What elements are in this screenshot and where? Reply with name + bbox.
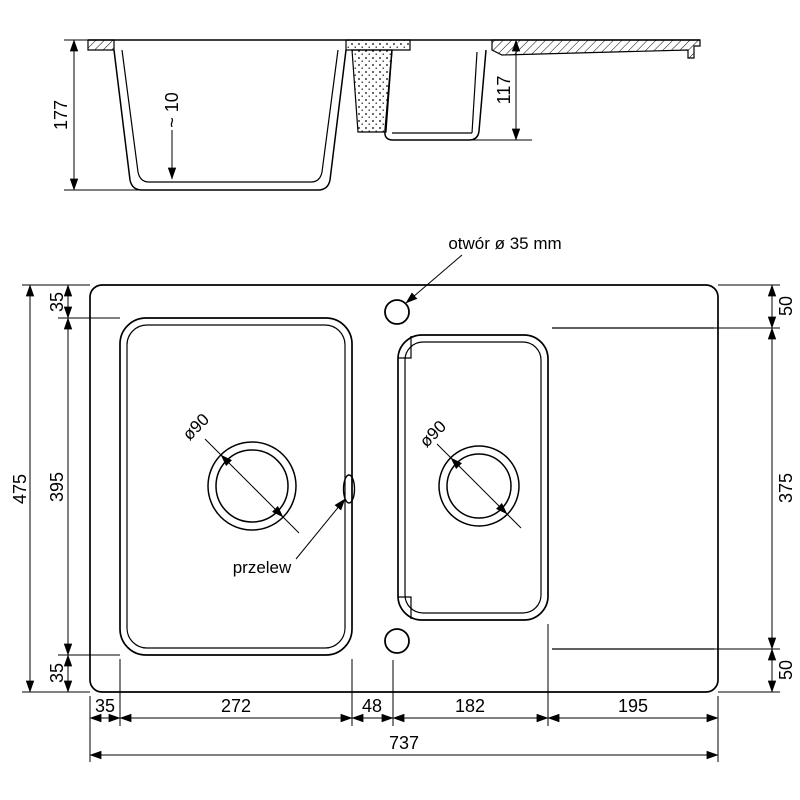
dims-left: 475 35 395 35 xyxy=(10,284,120,693)
small-bowl-drain-dim: ø90 xyxy=(416,417,522,529)
tap-hole-top-circle xyxy=(384,299,410,325)
drainboard-profile xyxy=(491,39,701,59)
small-bowl-inner-outline xyxy=(404,341,542,614)
dim-left-bottom-label: 35 xyxy=(47,663,67,683)
big-bowl-outline xyxy=(119,317,353,656)
small-bowl-step-top xyxy=(398,336,412,359)
small-bowl-outline xyxy=(397,334,549,621)
dim-bottom-thickness-label: ~ 10 xyxy=(162,92,182,128)
small-bowl-inner-wall xyxy=(471,51,478,134)
dims-bottom: 35 272 48 182 195 737 xyxy=(89,624,719,762)
side-view-section: 177 ~ 10 117 xyxy=(51,39,701,191)
dim-small-bowl-depth-label: 117 xyxy=(494,76,514,105)
divider-wall xyxy=(351,49,393,133)
small-bowl-drain-label: ø90 xyxy=(416,417,450,451)
tap-hole-label: otwór ø 35 mm xyxy=(448,234,561,253)
tap-hole-bottom-circle xyxy=(384,628,410,654)
overflow-oval xyxy=(342,474,356,504)
dim-tail xyxy=(436,443,452,459)
plan-view: ø90 ø90 otwór ø 35 mm przelew xyxy=(10,234,796,762)
big-bowl-drain-outer xyxy=(207,441,297,531)
big-bowl-inner-outline xyxy=(126,324,346,649)
dim-total-height-label: 475 xyxy=(10,474,30,504)
small-bowl-drain-outer xyxy=(438,445,520,527)
dim-tail xyxy=(282,516,300,534)
dims-right: 50 375 50 xyxy=(714,284,796,693)
dim-bottom-4-label: 182 xyxy=(455,696,485,716)
dim-bottom-5-label: 195 xyxy=(618,696,648,716)
dim-arrow xyxy=(450,457,480,487)
big-bowl-drain-label: ø90 xyxy=(179,410,213,444)
dim-arrow xyxy=(220,454,253,487)
dim-left-top-label: 35 xyxy=(47,292,67,312)
dim-tail xyxy=(506,513,522,529)
dim-right-bottom-label: 50 xyxy=(776,660,796,680)
big-bowl-inner-wall xyxy=(121,49,339,183)
tap-hole-callout: otwór ø 35 mm xyxy=(405,234,562,304)
dim-left-mid-label: 395 xyxy=(47,472,67,502)
dim-arrow xyxy=(251,485,284,518)
dim-bottom-2-label: 272 xyxy=(221,696,251,716)
dim-bottom-3-label: 48 xyxy=(362,696,382,716)
small-bowl-step-bottom xyxy=(398,596,412,619)
dim-bottom-1-label: 35 xyxy=(95,696,115,716)
dim-tail xyxy=(204,438,222,456)
overflow-callout: przelew xyxy=(233,498,346,577)
dim-bottom-thickness: ~ 10 xyxy=(162,92,182,180)
divider-deck xyxy=(345,39,411,51)
dim-total-width-label: 737 xyxy=(389,733,419,753)
dim-right-top-label: 50 xyxy=(776,296,796,316)
small-bowl-drain-inner xyxy=(446,453,512,519)
overflow-label: przelew xyxy=(233,558,292,577)
small-bowl-outer-wall xyxy=(384,49,487,141)
dim-arrow xyxy=(478,485,508,515)
big-bowl-drain-inner xyxy=(215,449,289,523)
dim-small-bowl-depth: 117 xyxy=(470,39,532,141)
big-bowl-drain-dim: ø90 xyxy=(179,410,300,534)
leader-line xyxy=(405,254,463,304)
leader-line xyxy=(295,498,346,560)
dim-right-mid-label: 375 xyxy=(776,473,796,503)
big-bowl-outer-wall xyxy=(113,49,347,191)
left-rim-block xyxy=(87,39,115,51)
dim-total-depth-label: 177 xyxy=(51,100,71,130)
dim-total-depth: 177 xyxy=(51,39,148,191)
sink-outline xyxy=(89,284,719,693)
